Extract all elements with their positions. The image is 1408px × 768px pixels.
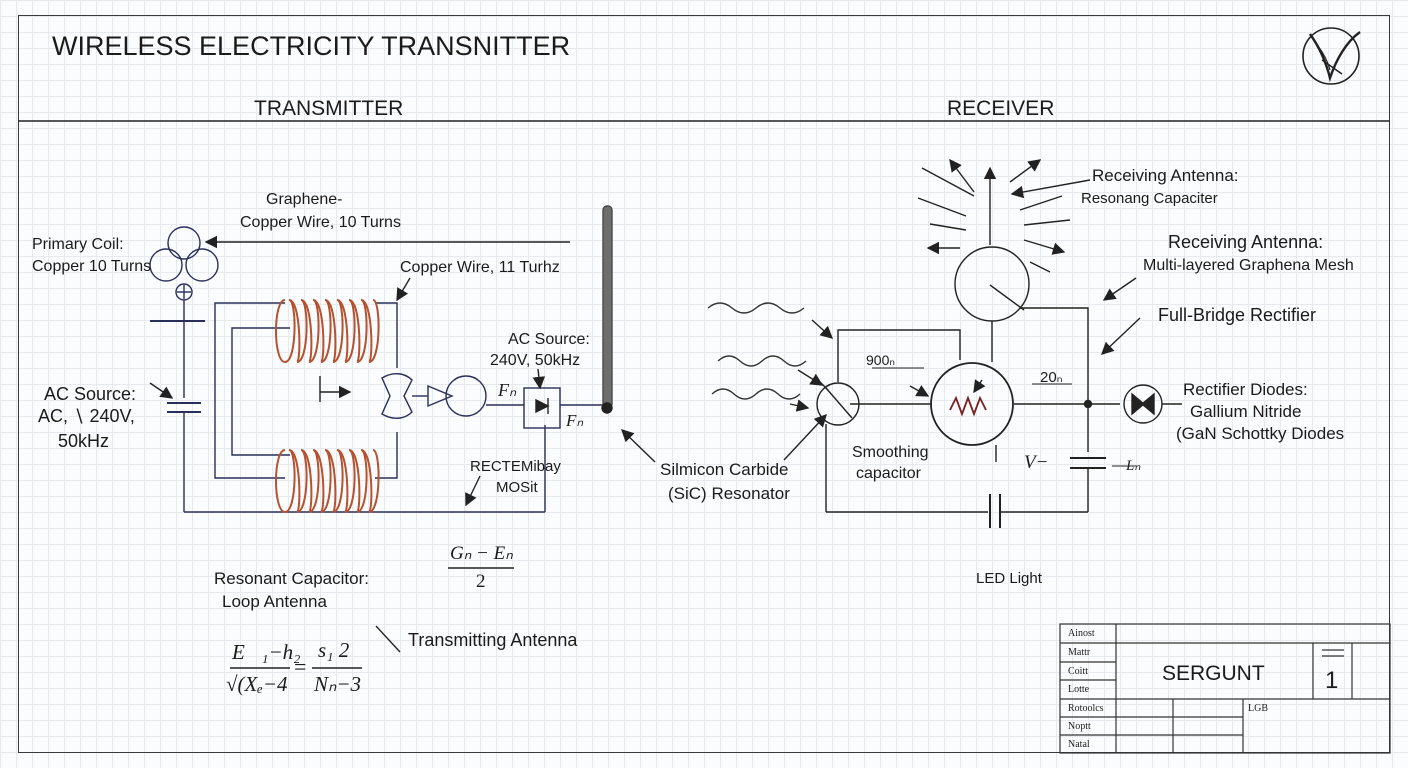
drawing-frame xyxy=(18,15,1390,753)
incoming-waves xyxy=(707,302,807,400)
sic-resonator xyxy=(816,382,860,426)
primary-coil-symbol xyxy=(149,226,219,301)
rectifier-diodes-label-3: (GaN Schottky Diodes xyxy=(1176,424,1345,443)
smoothing-label-1: Smoothing xyxy=(852,444,929,461)
fraction-numerator: Gₙ − Eₙ xyxy=(450,543,513,564)
title-block-row-4: Lotte xyxy=(1068,684,1090,695)
rectemibay-label: RECTEMibay xyxy=(470,458,561,475)
mosit-label: MOSit xyxy=(496,479,538,496)
transmit-antenna xyxy=(602,205,613,409)
amplifier-symbol xyxy=(445,375,487,417)
graphene-label-2: Copper Wire, 10 Turns xyxy=(240,214,401,231)
title-block-name: SERGUNT xyxy=(1162,662,1265,685)
title-block-row-6: Noptt xyxy=(1068,721,1091,732)
primary-coil-label-2: Copper 10 Turns xyxy=(32,258,152,275)
equation-rhs-numerator: s₁ 2⃗ xyxy=(318,638,366,662)
title-block-row-1: Ainost xyxy=(1068,628,1095,639)
receiver-heading: RECEIVER xyxy=(947,97,1055,120)
led-light-label: LED Light xyxy=(976,570,1042,587)
equation-lhs-denominator: √(Xₑ−4 xyxy=(226,672,288,696)
coil-top xyxy=(275,299,380,364)
v-minus-label: V− xyxy=(1024,452,1049,473)
transmitting-antenna-label: Transmitting Antenna xyxy=(408,630,578,650)
title-block-row-3: Coitt xyxy=(1068,666,1089,677)
transmitting-antenna-pointer xyxy=(375,625,401,653)
bridge-rectifier-circle xyxy=(930,362,1014,446)
title-block-row-2: Mattr xyxy=(1068,647,1091,658)
f-label-top: Fₙ xyxy=(498,380,517,400)
page-title: WIRELESS ELECTRICITY TRANSNITTER xyxy=(52,31,571,61)
equation-lhs-numerator: E⃖₁−h₂ xyxy=(232,640,301,664)
rx-antenna-1-sub: Resonang Capaciter xyxy=(1081,190,1218,207)
graphene-label-1: Graphene- xyxy=(266,191,343,208)
copper-wire-label: Copper Wire, 11 Turhz xyxy=(400,259,560,276)
equation-rhs-denominator: Nₙ−3 xyxy=(314,672,362,696)
primary-coil-label-1: Primary Coil: xyxy=(32,236,124,253)
value-900-label: 900ₙ xyxy=(866,352,895,368)
smoothing-label-2: capacitor xyxy=(856,465,921,482)
equation-equals: = xyxy=(294,654,307,679)
title-block-row-7: Natal xyxy=(1068,739,1090,750)
sic-label-1: Silmicon Carbide xyxy=(660,460,789,479)
rx-antenna-1-label: Receiving Antenna: xyxy=(1092,166,1239,185)
logo-mark xyxy=(1302,27,1361,85)
value-20-label: 20ₙ xyxy=(1040,369,1063,386)
switch-element xyxy=(381,373,413,419)
ac-source-left-label-3: 50kHz xyxy=(58,431,110,451)
title-block-row-5: Rotoolcs xyxy=(1068,703,1104,714)
transmitter-heading: TRANSMITTER xyxy=(254,97,404,120)
fraction-denominator: 2 xyxy=(476,571,486,592)
full-bridge-label: Full-Bridge Rectifier xyxy=(1158,305,1317,325)
receive-antenna-coil xyxy=(954,246,1030,322)
ac-source-right-label-1: AC Source: xyxy=(508,331,590,348)
title-block-sheet-number: 1 xyxy=(1325,667,1339,694)
ac-source-pointer xyxy=(149,382,174,399)
rx-antenna-2-sub: Multi-layered Graphena Mesh xyxy=(1143,257,1354,274)
resonant-capacitor-label-2: Loop Antenna xyxy=(222,592,327,611)
f-label-bottom: Fₙ xyxy=(566,411,584,430)
ac-source-left-label-1: AC Source: xyxy=(44,384,137,404)
ac-source-right-label-2: 240V, 50kHz xyxy=(490,352,581,369)
l-label: Lₙ xyxy=(1126,458,1141,474)
resonant-capacitor-label-1: Resonant Capacitor: xyxy=(214,569,369,588)
title-block-code: LGB xyxy=(1248,703,1268,714)
coil-bottom xyxy=(275,449,380,514)
radiating-arrows xyxy=(917,158,1091,273)
title-block-grid xyxy=(1059,623,1391,754)
rectifier-diodes-label-2: Gallium Nitride xyxy=(1190,402,1302,421)
ac-source-left-label-2: AC, ∖ 240V, xyxy=(38,406,135,426)
sic-label-2: (SiC) Resonator xyxy=(668,484,790,503)
rx-antenna-2-label: Receiving Antenna: xyxy=(1168,232,1324,252)
rectifier-diodes-label-1: Rectifier Diodes: xyxy=(1183,380,1308,399)
